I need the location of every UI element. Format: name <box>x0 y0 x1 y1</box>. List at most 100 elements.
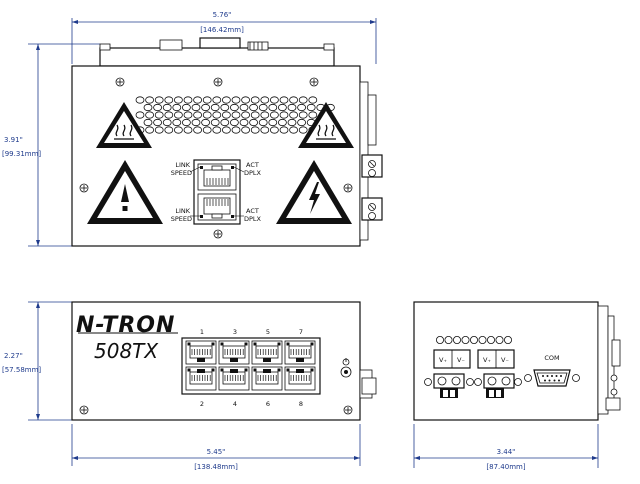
vent-hole <box>306 103 316 112</box>
vent-hole <box>191 103 201 112</box>
vent-hole <box>220 103 230 112</box>
front-view: 2.27" [57.58mm] 5.45" [138.48mm] N-TRON … <box>2 301 377 471</box>
v-plus-label: V₊ <box>439 356 447 364</box>
vent-hole <box>202 126 212 134</box>
vent-hole <box>258 103 268 112</box>
vent-hole <box>231 96 241 104</box>
vent-hole <box>191 118 201 127</box>
top-view: 5.76" [146.42mm] 3.91" [99.31mm] <box>2 11 383 247</box>
vent-hole <box>183 96 193 104</box>
rj45-port-icon <box>185 340 217 365</box>
port-number: 5 <box>266 328 270 336</box>
vent-hole <box>268 118 278 127</box>
top-height-mm: [99.31mm] <box>2 150 41 158</box>
vent-hole <box>221 126 231 134</box>
vent-hole <box>452 335 461 344</box>
vent-hole <box>260 96 270 104</box>
vent-hole <box>210 103 220 112</box>
speed-label: SPEED <box>171 215 192 223</box>
electrical-hazard-icon <box>276 160 352 224</box>
terminal-block-1 <box>424 373 474 398</box>
vent-hole <box>250 126 260 134</box>
vent-hole <box>469 335 478 344</box>
screw-icon <box>115 77 125 87</box>
vent-hole <box>444 335 453 344</box>
hot-surface-warning-icon <box>96 102 152 148</box>
vent-hole <box>172 103 182 112</box>
v-minus-label: V₋ <box>501 356 509 364</box>
rj45-port-icon <box>197 163 237 191</box>
vent-hole <box>162 103 172 112</box>
vent-hole <box>145 96 155 104</box>
vent-hole <box>181 118 191 127</box>
side-view: 3.44" [87.40mm] V₊ V₋ V₊ V₋ <box>413 301 621 471</box>
vent-hole <box>289 96 299 104</box>
vent-hole <box>277 103 287 112</box>
port-number: 3 <box>233 328 237 336</box>
rj45-port-icon <box>284 366 316 391</box>
vent-hole <box>250 111 260 119</box>
com-label: COM <box>544 354 559 362</box>
vent-hole <box>239 103 249 112</box>
vent-hole <box>154 126 164 134</box>
vent-hole <box>287 118 297 127</box>
vent-hole <box>298 126 308 134</box>
vent-hole <box>229 103 239 112</box>
side-width-mm: [87.40mm] <box>486 463 525 471</box>
top-right-clips <box>359 81 383 241</box>
vent-hole <box>231 111 241 119</box>
vent-hole <box>298 111 308 119</box>
front-height-mm: [57.58mm] <box>2 366 41 374</box>
port-number: 6 <box>266 400 270 408</box>
top-width-inches: 5.76" <box>213 11 232 19</box>
vent-hole <box>164 126 174 134</box>
vent-hole <box>220 118 230 127</box>
vent-hole <box>212 126 222 134</box>
vent-hole <box>154 111 164 119</box>
vent-hole <box>277 118 287 127</box>
rj45-port-icon <box>284 340 316 365</box>
speed-label: SPEED <box>171 169 192 177</box>
vent-hole <box>268 103 278 112</box>
top-height-dimension: 3.91" [99.31mm] <box>2 43 100 247</box>
screw-icon <box>343 183 353 193</box>
screw-icon <box>343 405 353 415</box>
vent-hole <box>269 96 279 104</box>
vent-hole <box>269 111 279 119</box>
rj45-port-icon <box>218 340 250 365</box>
vent-hole <box>154 96 164 104</box>
vent-hole <box>269 126 279 134</box>
vent-hole <box>193 96 203 104</box>
front-width-inches: 5.45" <box>207 448 226 456</box>
vent-hole <box>145 126 155 134</box>
vent-hole <box>193 111 203 119</box>
vent-hole <box>173 96 183 104</box>
vent-hole <box>241 96 251 104</box>
vent-hole <box>289 126 299 134</box>
vent-hole <box>308 111 318 119</box>
vent-hole <box>478 335 487 344</box>
vent-hole <box>212 111 222 119</box>
v-minus-label: V₋ <box>457 356 465 364</box>
ventilation-holes <box>135 96 335 134</box>
vent-hole <box>279 126 289 134</box>
rj45-port-icon <box>197 193 237 221</box>
vent-hole <box>260 126 270 134</box>
vent-hole <box>173 126 183 134</box>
vent-hole <box>241 111 251 119</box>
db9-serial-port-icon <box>524 369 580 387</box>
vent-hole <box>503 335 512 344</box>
vent-hole <box>250 96 260 104</box>
vent-hole <box>241 126 251 134</box>
top-rail <box>99 37 335 67</box>
vent-hole <box>461 335 470 344</box>
port-number: 2 <box>200 400 204 408</box>
screw-icon <box>79 183 89 193</box>
vent-hole <box>201 103 211 112</box>
vent-hole <box>279 96 289 104</box>
vent-hole <box>135 111 145 119</box>
vent-hole <box>201 118 211 127</box>
top-screws <box>79 77 353 239</box>
